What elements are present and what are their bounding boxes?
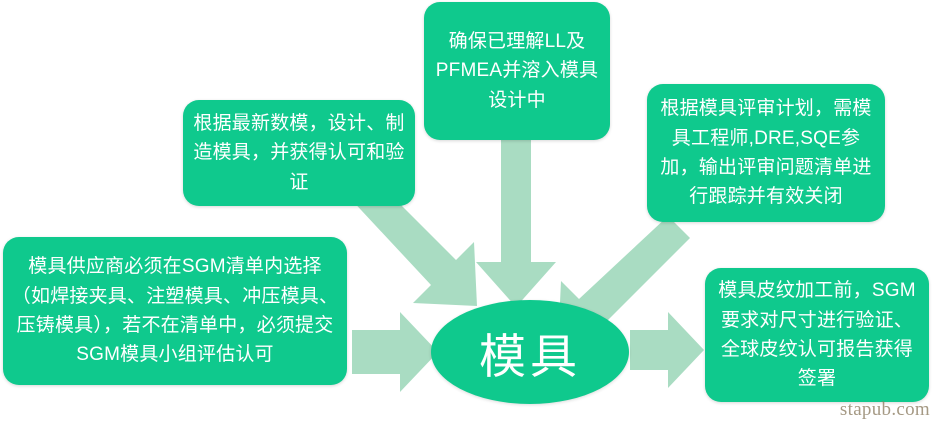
arrow-right-from-bottom-left [352, 312, 438, 392]
node-label: 根据最新数模，设计、制造模具，并获得认可和验证 [193, 112, 405, 193]
node-mold-review-plan[interactable]: 根据模具评审计划，需模具工程师,DRE,SQE参加，输出评审问题清单进行跟踪并有… [647, 84, 885, 222]
node-label: 确保已理解LL及PFMEA并溶入模具设计中 [435, 30, 599, 111]
arrow-down-from-top-center [476, 140, 556, 307]
node-grain-processing-approval[interactable]: 模具皮纹加工前，SGM要求对尺寸进行验证、全球皮纹认可报告获得签署 [705, 268, 929, 402]
node-design-manufacture-mold[interactable]: 根据最新数模，设计、制造模具，并获得认可和验证 [183, 100, 415, 206]
hub-label: 模具 [479, 329, 581, 383]
arrow-right-to-bottom-right [630, 312, 704, 388]
node-confirm-ll-pfmea[interactable]: 确保已理解LL及PFMEA并溶入模具设计中 [424, 2, 610, 140]
node-label: 模具皮纹加工前，SGM要求对尺寸进行验证、全球皮纹认可报告获得签署 [718, 280, 916, 390]
node-supplier-sgm-list[interactable]: 模具供应商必须在SGM清单内选择（如焊接夹具、注塑模具、冲压模具、压铸模具），若… [3, 237, 347, 385]
node-label: 模具供应商必须在SGM清单内选择（如焊接夹具、注塑模具、冲压模具、压铸模具），若… [11, 256, 339, 366]
hub-mold[interactable]: 模具 [431, 300, 629, 404]
node-label: 根据模具评审计划，需模具工程师,DRE,SQE参加，输出评审问题清单进行跟踪并有… [660, 98, 872, 208]
watermark: stapub.com [839, 399, 930, 420]
